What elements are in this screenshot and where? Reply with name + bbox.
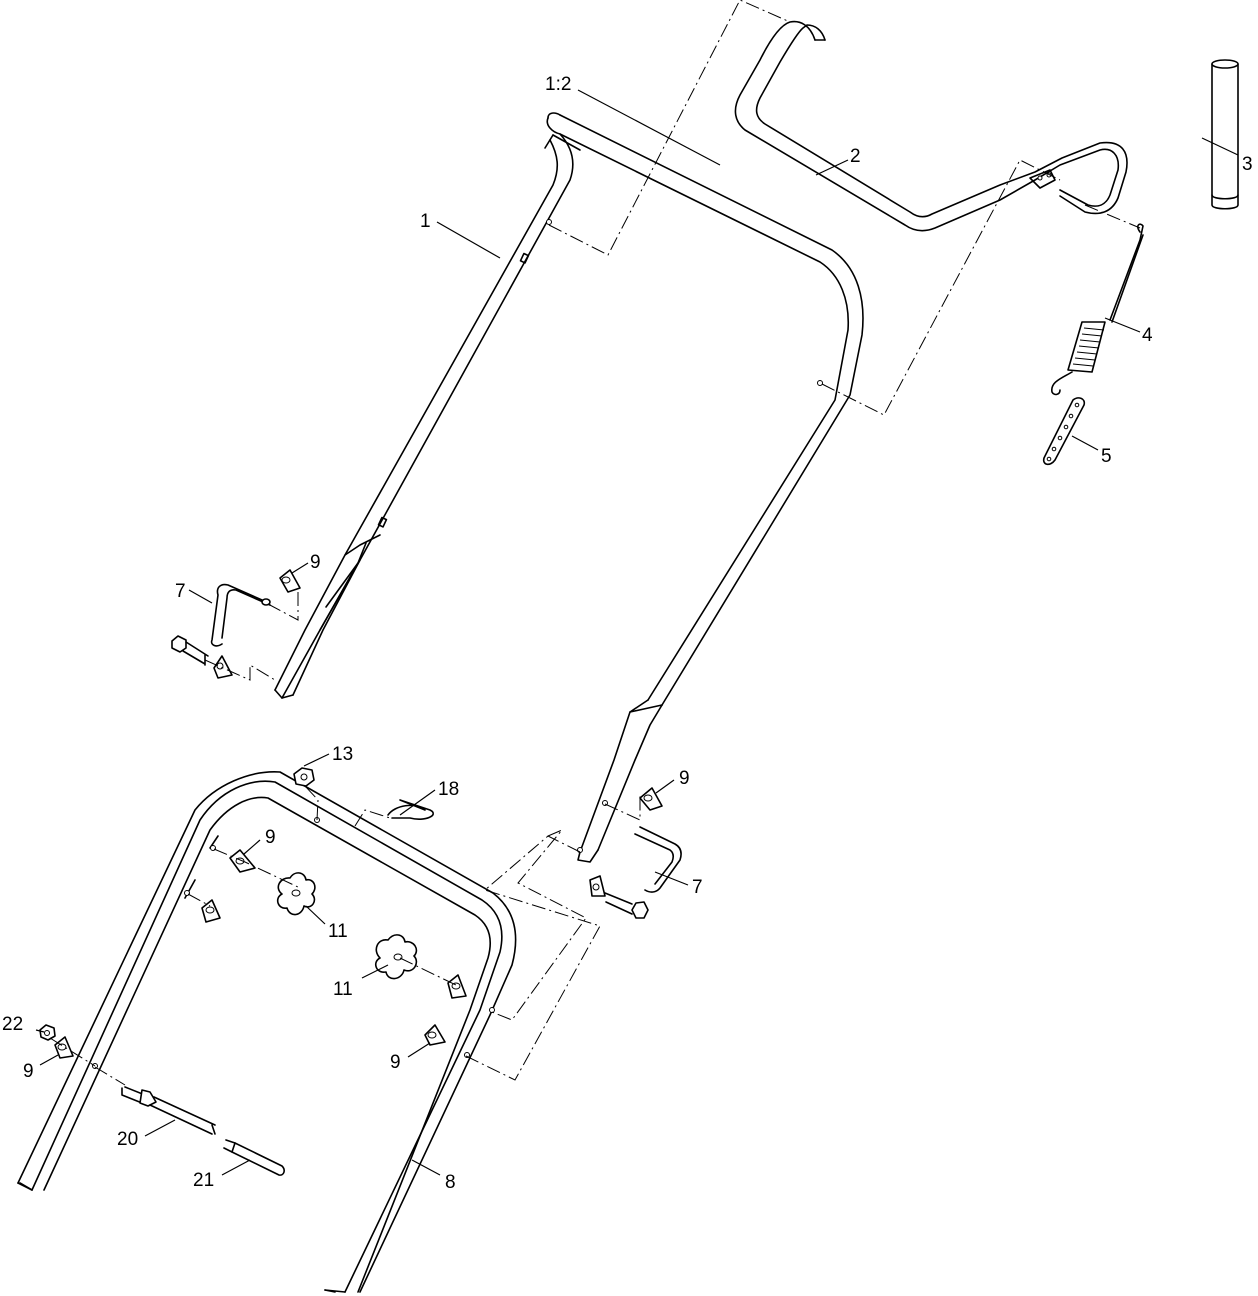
callout-18: 18 xyxy=(438,779,459,800)
washer-9-lower-left-b xyxy=(201,899,221,923)
callout-9-upper: 9 xyxy=(310,552,321,573)
upper-bracket-7 xyxy=(210,583,271,647)
callout-4: 4 xyxy=(1142,325,1153,346)
washer-9-far-left xyxy=(54,1036,74,1059)
washer-9-right xyxy=(639,787,663,811)
callout-11-upper: 11 xyxy=(328,921,348,942)
handle-grip xyxy=(1211,59,1239,210)
cable-spring xyxy=(1051,223,1144,396)
lower-bracket-7 xyxy=(634,826,682,893)
leader-lines xyxy=(35,89,1239,1176)
pin-20 xyxy=(121,1086,216,1135)
adjuster-plate xyxy=(1042,397,1086,466)
washer-9-upper-b xyxy=(213,655,233,679)
washer-9-right-b xyxy=(589,875,606,897)
callout-9-far-left: 9 xyxy=(23,1061,34,1082)
operator-bail xyxy=(734,20,1128,232)
callout-9-right: 9 xyxy=(679,768,690,789)
sleeve-21 xyxy=(223,1139,285,1176)
callout-1: 1 xyxy=(420,211,431,232)
washer-9-lower-right xyxy=(447,974,467,999)
bolt-upper xyxy=(171,635,209,666)
callout-7-upper: 7 xyxy=(175,581,186,602)
assembly-lines xyxy=(49,0,1141,1086)
callout-2: 2 xyxy=(850,146,861,167)
nut-13 xyxy=(293,767,315,787)
callout-22: 22 xyxy=(2,1014,23,1035)
upper-handle xyxy=(274,112,864,863)
callout-13: 13 xyxy=(332,744,353,765)
callout-1-2: 1:2 xyxy=(545,74,571,95)
callout-labels: 1:2 1 2 3 4 5 7 9 9 7 13 18 9 11 11 22 9… xyxy=(2,74,1253,1193)
washer-9-upper xyxy=(279,569,301,593)
lower-handle xyxy=(17,771,517,1293)
callout-9-lower-right: 9 xyxy=(390,1052,401,1073)
nut-22 xyxy=(39,1024,56,1041)
callout-21: 21 xyxy=(193,1170,214,1191)
callout-20: 20 xyxy=(117,1129,138,1150)
bolt-lower xyxy=(604,892,649,919)
callout-8: 8 xyxy=(445,1172,456,1193)
knob-11-upper xyxy=(276,872,316,916)
knob-11-lower xyxy=(374,934,418,980)
clip-18 xyxy=(387,799,435,820)
washer-9-lower-right-b xyxy=(424,1024,446,1046)
callout-5: 5 xyxy=(1101,446,1112,467)
callout-9-lower-left: 9 xyxy=(265,827,276,848)
callout-7-lower: 7 xyxy=(692,877,703,898)
callout-3: 3 xyxy=(1242,154,1253,175)
callout-11-lower: 11 xyxy=(333,979,353,1000)
